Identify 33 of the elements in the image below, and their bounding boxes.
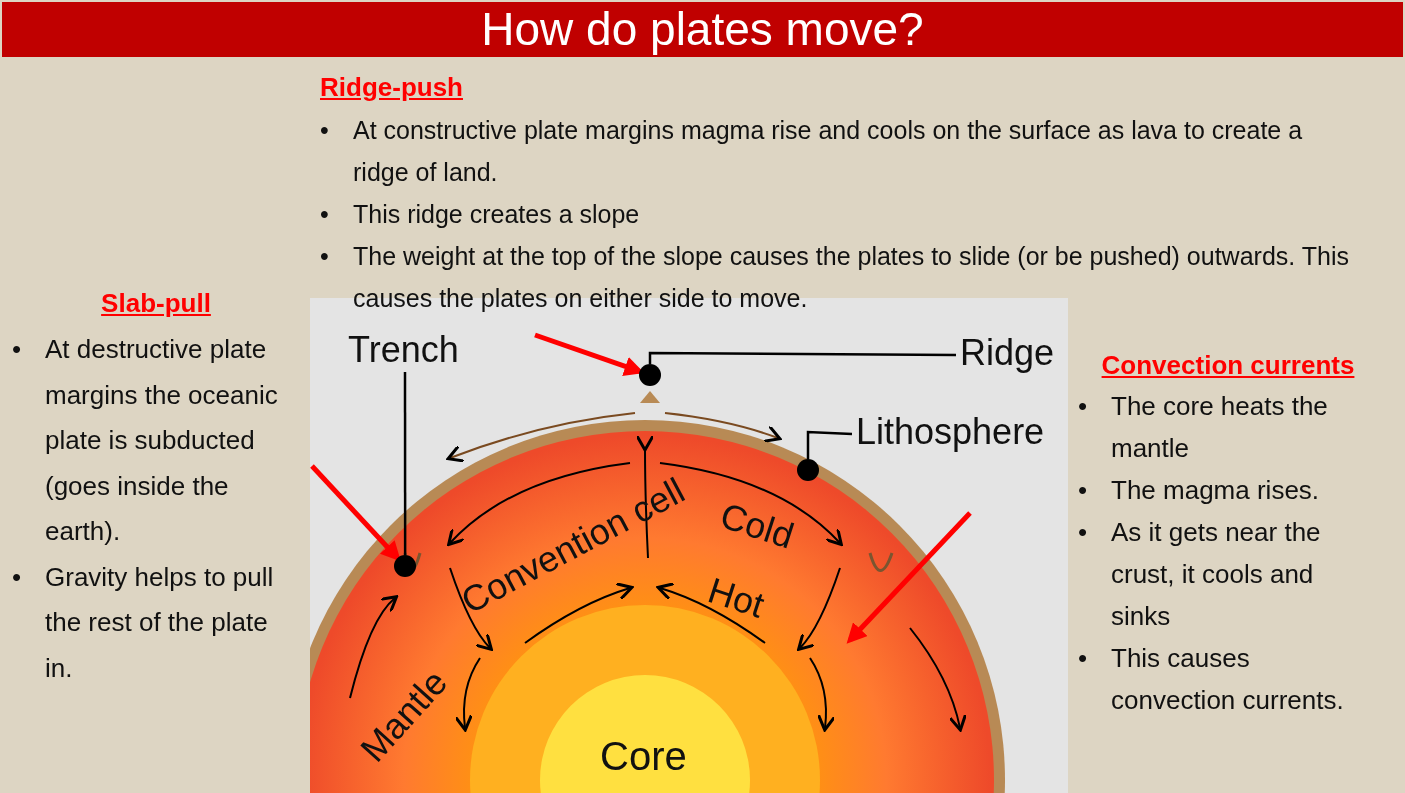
- diagram-label: Hot: [703, 572, 769, 624]
- bullet-marker: •: [1078, 642, 1089, 675]
- bullet-marker: •: [320, 241, 330, 272]
- bullet-marker: •: [320, 115, 330, 146]
- bullet-marker: •: [12, 560, 23, 594]
- bullet-text: This ridge creates a slope: [353, 199, 640, 230]
- bullet-marker: •: [12, 333, 23, 366]
- bullet-text: As it gets near the crust, it cools and sinks: [1111, 516, 1322, 633]
- bullet-text: At constructive plate margins magma rise and cools on the surface as lava to create a ridge of land.: [353, 115, 1304, 188]
- bullet-marker: •: [1078, 390, 1089, 423]
- bullet-text: The weight at the top of the slope causes the plates to slide (or be pushed) outwards. This causes the plates on either side to move.: [353, 241, 1350, 314]
- section-heading: Slab-pull: [100, 287, 212, 320]
- title-bar: How do plates move?: [2, 2, 1403, 57]
- bullet-marker: •: [320, 199, 330, 230]
- diagram-label: Trench: [348, 328, 459, 372]
- pointer-arrow: [846, 511, 972, 644]
- pointer-arrow: [310, 464, 401, 562]
- diagram-label: Cold: [716, 497, 798, 555]
- diagram-label: Core: [600, 736, 687, 776]
- bullet-text: The magma rises.: [1111, 474, 1320, 507]
- leader-line: [806, 430, 853, 459]
- bullet-text: This causes convection currents.: [1111, 642, 1345, 717]
- leader-line: [403, 372, 407, 555]
- bullet-marker: •: [1078, 516, 1089, 549]
- diagram-label: Lithosphere: [856, 410, 1045, 454]
- bullet-text: At destructive plate margins the oceanic plate is subducted (goes inside the earth).: [45, 333, 279, 548]
- diagram-label: Ridge: [960, 331, 1055, 375]
- section-heading: Ridge-push: [320, 71, 464, 104]
- section-heading: Convection currents: [1100, 349, 1356, 382]
- bullet-text: The core heats the mantle: [1111, 390, 1329, 465]
- leader-line: [648, 351, 956, 364]
- bullet-marker: •: [1078, 474, 1089, 507]
- bullet-text: Gravity helps to pull the rest of the plate in.: [45, 560, 275, 685]
